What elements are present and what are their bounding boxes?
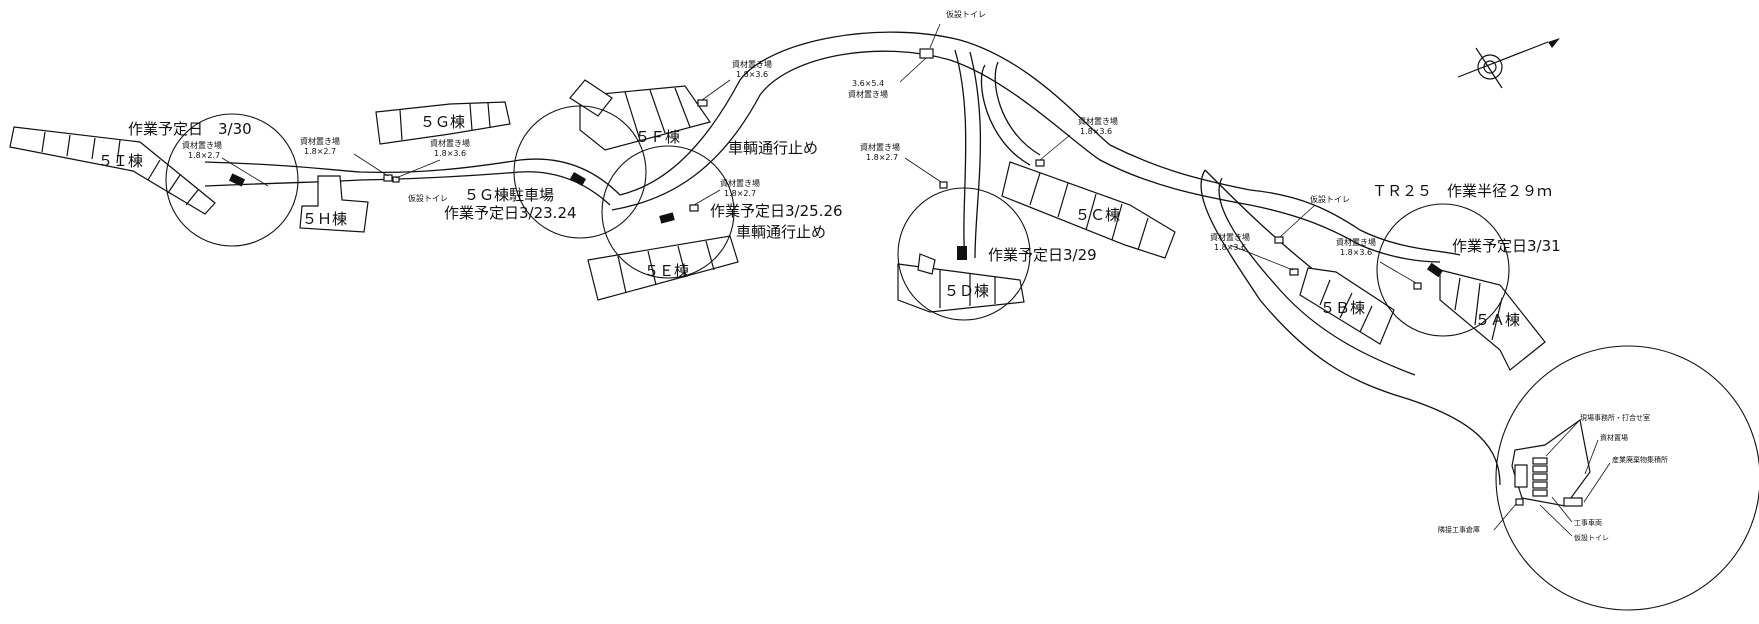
building-5b-label: ５Ｂ棟 [1320, 299, 1365, 317]
radius-circle-5e [601, 145, 735, 279]
building-5a-label: ５Ａ棟 [1475, 311, 1520, 329]
storage-label-d: 資材置き場 [732, 59, 772, 69]
radius-circle-5d [897, 187, 1031, 321]
toilet-label-1: 仮設トイレ [408, 193, 448, 203]
storage-size-g: 1.8×2.7 [866, 153, 898, 162]
building-5d-label: ５Ｄ棟 [944, 282, 989, 300]
storage-size-f: 3.6×5.4 [852, 79, 884, 88]
road-east-b [1249, 204, 1441, 263]
building-5h: ５Ｈ棟 [299, 175, 369, 233]
site-markers [221, 23, 1422, 290]
storage-label-a: 資材置き場 [182, 140, 222, 150]
road-east-a [1249, 189, 1461, 256]
radius-circle-office [1495, 345, 1759, 611]
building-5h-label: ５Ｈ棟 [302, 210, 347, 228]
office-vehicle-label: 工事車両 [1574, 518, 1602, 527]
storage-label-i: 資材置き場 [1210, 232, 1250, 242]
storage-label-c: 資材置き場 [430, 138, 470, 148]
schedule-5g: 作業予定日3/23.24 [444, 204, 577, 222]
schedule-5d: 作業予定日3/29 [988, 246, 1097, 264]
road-closure-2: 車輌通行止め [736, 223, 826, 241]
office-label: 現場事務所・打合せ室 [1580, 413, 1650, 422]
building-5e-label: ５Ｅ棟 [644, 262, 689, 280]
storage-label-b: 資材置き場 [300, 136, 340, 146]
road-loop-c-a [980, 64, 1031, 166]
storage-size-c: 1.8×3.6 [434, 149, 466, 158]
building-5e: ５Ｅ棟 [587, 235, 739, 301]
building-5a: ５Ａ棟 [1439, 269, 1546, 371]
schedule-5a: 作業予定日3/31 [1452, 237, 1561, 255]
north-arrow-icon [1457, 38, 1560, 89]
radius-circle-5i [165, 113, 299, 247]
road-south-a [1200, 169, 1501, 486]
crane-radius-circles [165, 105, 1759, 611]
crane-spec-label: ＴＲ２５ 作業半径２９ｍ [1372, 182, 1552, 200]
building-5i: ５Ｉ棟 [9, 126, 216, 215]
road-center-outer [619, 31, 1251, 196]
road-west-bottom [204, 171, 611, 206]
storage-size-j: 1.8×3.6 [1340, 248, 1372, 257]
storage-size-a: 1.8×2.7 [188, 151, 220, 160]
radius-circle-5a [1376, 203, 1510, 337]
storage-size-i: 1.8×3.6 [1214, 243, 1246, 252]
storage-size-h: 1.8×3.6 [1080, 127, 1112, 136]
roads [204, 31, 1501, 486]
office-storage-label: 資材置場 [1600, 433, 1628, 442]
storage-size-d: 1.8×3.6 [736, 70, 768, 79]
storage-label-h: 資材置き場 [1078, 116, 1118, 126]
storage-label-j: 資材置き場 [1336, 237, 1376, 247]
road-south-b [1218, 177, 1416, 376]
road-west-top [204, 158, 621, 196]
building-5c-label: ５Ｃ棟 [1075, 206, 1120, 224]
building-5c: ５Ｃ棟 [1001, 161, 1176, 259]
building-5i-label: ５Ｉ棟 [98, 152, 143, 170]
toilet-label-2: 仮設トイレ [946, 9, 986, 19]
building-5f: ５Ｆ棟 [569, 79, 711, 151]
office-toilet-label: 仮設トイレ [1574, 533, 1609, 542]
road-loop-c-b [994, 61, 1041, 156]
parking-label: ５Ｇ棟駐車場 [464, 186, 554, 204]
storage-label-e: 資材置き場 [720, 178, 760, 188]
office-warehouse-label: 隣接工事倉庫 [1438, 525, 1480, 534]
storage-size-b: 1.8×2.7 [304, 147, 336, 156]
building-5g: ５Ｇ棟 [375, 101, 511, 145]
site-office-area [1493, 418, 1611, 537]
storage-size-e: 1.8×2.7 [724, 189, 756, 198]
crane-symbols [228, 172, 1444, 278]
schedule-5i: 作業予定日 3/30 [128, 120, 252, 138]
schedule-5e: 作業予定日3/25.26 [710, 202, 843, 220]
road-loop-d-a [954, 49, 967, 261]
storage-label-f: 資材置き場 [848, 89, 888, 99]
storage-label-g: 資材置き場 [860, 142, 900, 152]
road-closure-1: 車輌通行止め [728, 139, 818, 157]
toilet-label-3: 仮設トイレ [1310, 194, 1350, 204]
road-south-c [1204, 169, 1321, 276]
building-5d: ５Ｄ棟 [897, 253, 1025, 313]
building-5b: ５Ｂ棟 [1299, 267, 1395, 345]
building-5f-label: ５Ｆ棟 [635, 128, 680, 146]
office-waste-label: 産業廃棄物集積所 [1612, 455, 1668, 464]
road-loop-d-b [969, 51, 982, 259]
building-5g-label: ５Ｇ棟 [420, 113, 465, 131]
road-center-inner [611, 50, 1251, 211]
radius-circle-5g [513, 105, 647, 239]
